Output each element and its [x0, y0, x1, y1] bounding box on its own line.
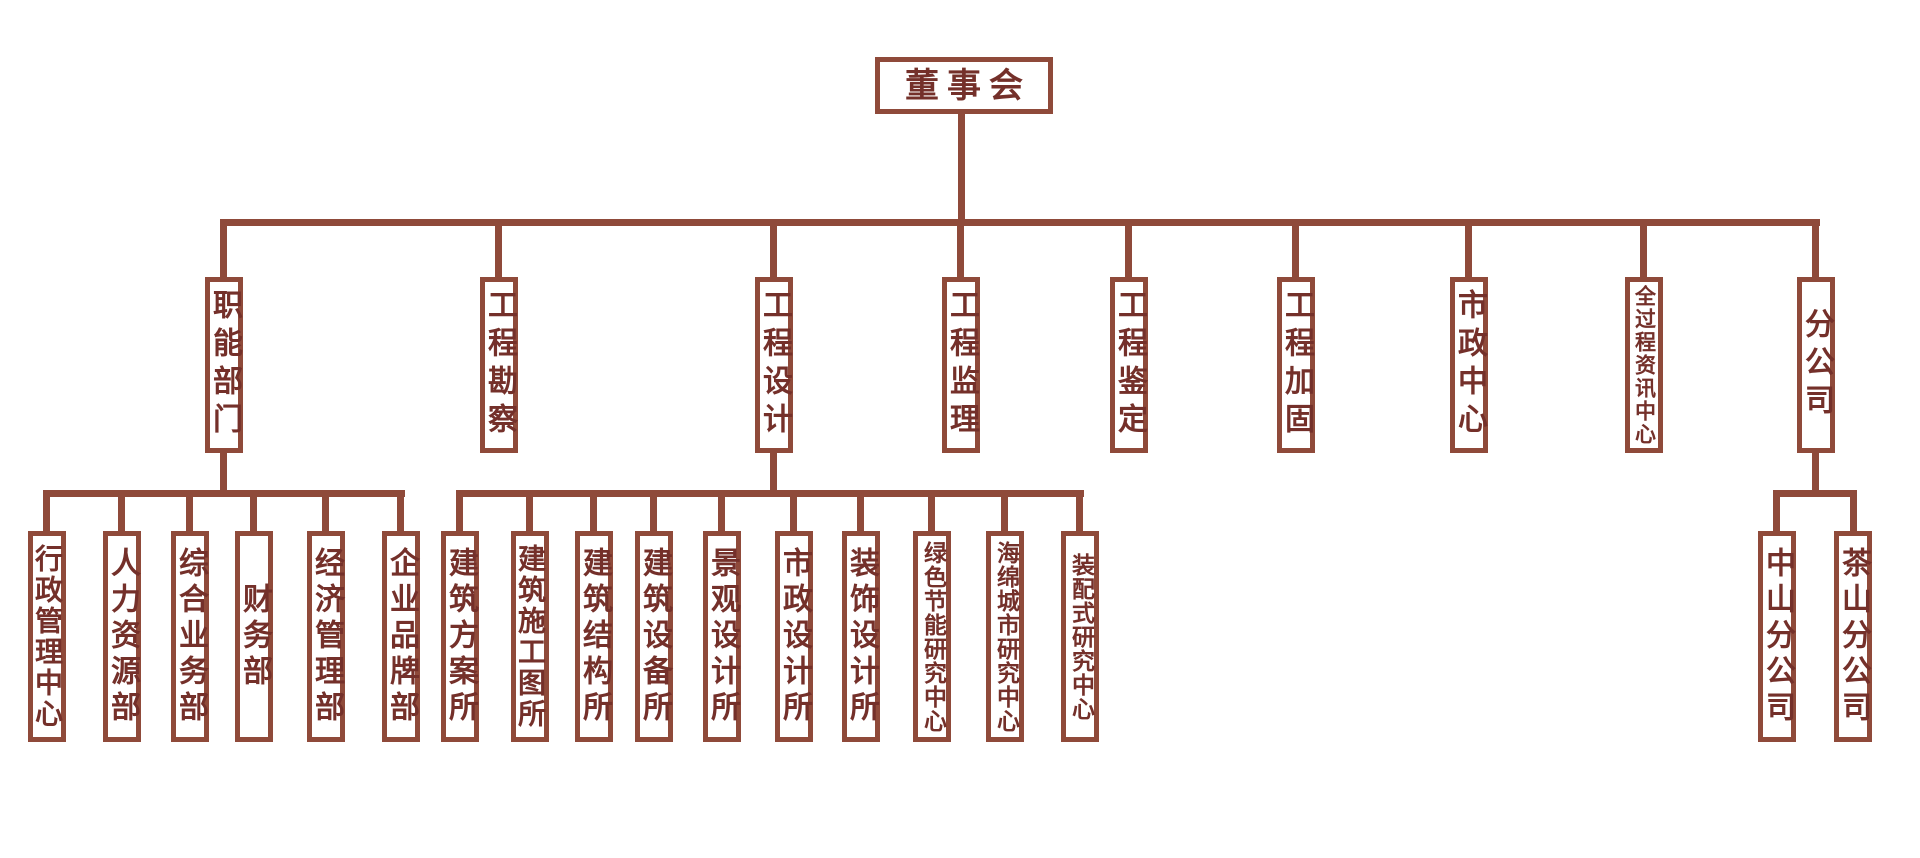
connector-drop-engineering-reinforcement [1292, 219, 1299, 277]
unit-building-structure-institute: 建筑结构所 [575, 531, 613, 742]
connector-functional-parent-drop [220, 453, 227, 497]
unit-construction-drawing-institute: 建筑施工图所 [511, 531, 549, 742]
unit-label: 人力资源部 [105, 546, 140, 727]
dept-municipal-center: 市政中心 [1450, 277, 1488, 453]
unit-architectural-scheme-institute: 建筑方案所 [441, 531, 479, 742]
unit-sponge-city-research-center: 海绵城市研究中心 [986, 531, 1024, 742]
unit-label: 建筑施工图所 [514, 543, 547, 730]
connector-child-drop [397, 490, 404, 531]
unit-label: 市政设计所 [777, 546, 812, 727]
unit-label: 建筑设备所 [637, 546, 672, 727]
unit-label: 综合业务部 [173, 546, 208, 727]
unit-label: 企业品牌部 [384, 546, 419, 727]
dept-label: 工程加固 [1279, 289, 1314, 441]
connector-child-drop [928, 490, 935, 531]
unit-label: 装饰设计所 [844, 546, 879, 727]
connector-branch-bus [1773, 490, 1857, 497]
connector-root-drop [958, 114, 965, 222]
connector-design-parent-drop [770, 453, 777, 497]
dept-engineering-supervision: 工程监理 [942, 277, 980, 453]
unit-general-business-dept: 综合业务部 [171, 531, 209, 742]
connector-child-drop [1076, 490, 1083, 531]
dept-label: 工程勘察 [482, 289, 517, 441]
dept-whole-process-consulting-center: 全过程资讯中心 [1625, 277, 1663, 453]
dept-label: 工程鉴定 [1112, 289, 1147, 441]
connector-child-drop [43, 490, 50, 531]
connector-child-drop [590, 490, 597, 531]
connector-drop-engineering-supervision [957, 219, 964, 277]
dept-engineering-reinforcement: 工程加固 [1277, 277, 1315, 453]
connector-drop-functional-departments [220, 219, 227, 277]
dept-label: 分公司 [1799, 308, 1834, 422]
connector-design-bus [456, 490, 1084, 497]
connector-drop-branch-companies [1812, 219, 1819, 277]
connector-child-drop [718, 490, 725, 531]
unit-decoration-design-institute: 装饰设计所 [842, 531, 880, 742]
unit-label: 装配式研究中心 [1067, 552, 1094, 721]
dept-engineering-design: 工程设计 [755, 277, 793, 453]
connector-child-drop [790, 490, 797, 531]
connector-child-drop [118, 490, 125, 531]
connector-drop-whole-process-consulting-center [1640, 219, 1647, 277]
connector-child-drop [456, 490, 463, 531]
unit-label: 财务部 [237, 582, 272, 691]
unit-municipal-design-institute: 市政设计所 [775, 531, 813, 742]
unit-economic-management-dept: 经济管理部 [307, 531, 345, 742]
connector-drop-engineering-survey [495, 219, 502, 277]
connector-child-drop [1001, 490, 1008, 531]
unit-chashan-branch: 茶山分公司 [1834, 531, 1872, 742]
unit-administrative-management-center: 行政管理中心 [28, 531, 66, 742]
node-board-of-directors: 董事会 [875, 57, 1053, 114]
dept-label: 职能部门 [207, 289, 242, 441]
connector-drop-municipal-center [1465, 219, 1472, 277]
unit-finance-dept: 财务部 [235, 531, 273, 742]
unit-corporate-brand-dept: 企业品牌部 [382, 531, 420, 742]
dept-branch-companies: 分公司 [1797, 277, 1835, 453]
dept-label: 工程监理 [944, 289, 979, 441]
dept-label: 工程设计 [757, 289, 792, 441]
connector-child-drop [1850, 490, 1857, 531]
connector-branch-parent-drop [1812, 453, 1819, 497]
connector-child-drop [1773, 490, 1780, 531]
connector-child-drop [650, 490, 657, 531]
unit-label: 中山分公司 [1760, 546, 1795, 727]
unit-label: 绿色节能研究中心 [919, 540, 946, 733]
connector-child-drop [322, 490, 329, 531]
connector-drop-engineering-design [770, 219, 777, 277]
connector-functional-bus [43, 490, 405, 497]
node-board-label: 董事会 [905, 65, 1031, 106]
dept-label: 市政中心 [1452, 289, 1487, 441]
connector-child-drop [526, 490, 533, 531]
dept-label: 全过程资讯中心 [1632, 284, 1657, 446]
unit-label: 海绵城市研究中心 [992, 540, 1019, 733]
unit-human-resources-dept: 人力资源部 [103, 531, 141, 742]
dept-engineering-appraisal: 工程鉴定 [1110, 277, 1148, 453]
unit-label: 茶山分公司 [1836, 546, 1871, 727]
unit-building-equipment-institute: 建筑设备所 [635, 531, 673, 742]
unit-label: 经济管理部 [309, 546, 344, 727]
connector-child-drop [857, 490, 864, 531]
unit-label: 景观设计所 [705, 546, 740, 727]
unit-label: 行政管理中心 [31, 543, 64, 730]
unit-landscape-design-institute: 景观设计所 [703, 531, 741, 742]
dept-engineering-survey: 工程勘察 [480, 277, 518, 453]
unit-label: 建筑结构所 [577, 546, 612, 727]
connector-child-drop [250, 490, 257, 531]
dept-functional-departments: 职能部门 [205, 277, 243, 453]
connector-level1-bus [220, 219, 1820, 226]
unit-green-energy-research-center: 绿色节能研究中心 [913, 531, 951, 742]
connector-child-drop [186, 490, 193, 531]
unit-prefab-research-center: 装配式研究中心 [1061, 531, 1099, 742]
connector-drop-engineering-appraisal [1125, 219, 1132, 277]
unit-zhongshan-branch: 中山分公司 [1758, 531, 1796, 742]
unit-label: 建筑方案所 [443, 546, 478, 727]
